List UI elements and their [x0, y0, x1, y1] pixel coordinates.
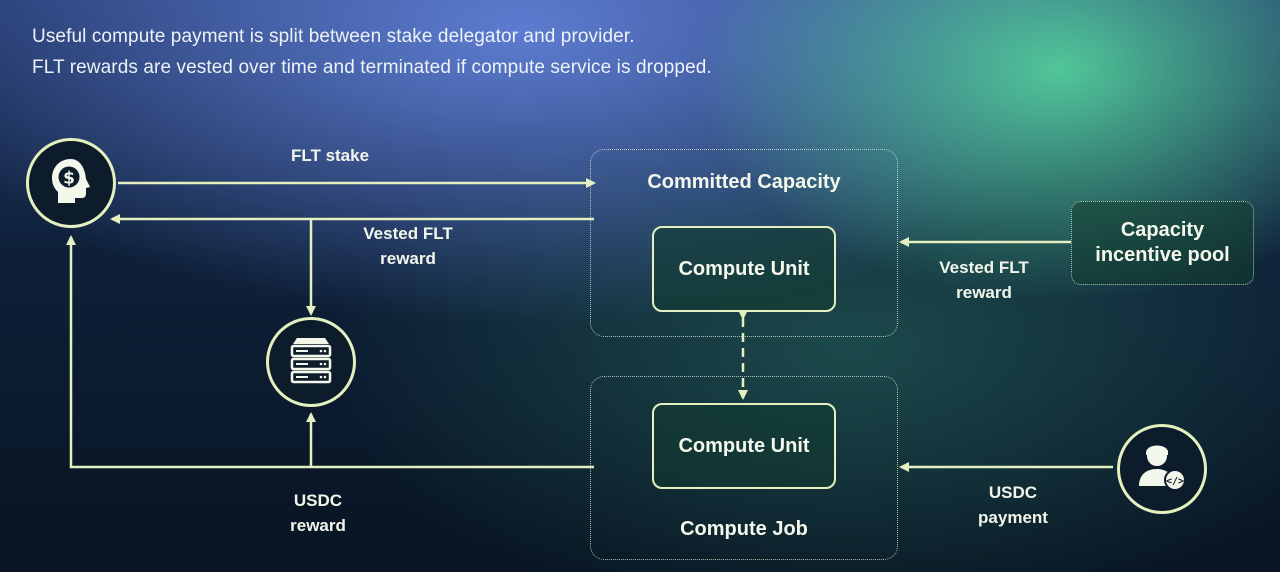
capacity-incentive-pool: Capacity incentive pool — [1071, 201, 1254, 285]
server-icon — [283, 332, 339, 393]
usdc-reward-line — [66, 235, 594, 469]
delegator-node: $ — [26, 138, 116, 228]
flt-stake-label: FLT stake — [290, 146, 370, 165]
vested-flt-right-label: Vested FLT reward — [924, 255, 1044, 305]
svg-text:</>: </> — [1166, 476, 1184, 487]
vested-flt-right-line-1: Vested FLT — [939, 258, 1029, 277]
customer-node: </> — [1117, 424, 1207, 514]
usdc-payment-line-1: USDC — [988, 483, 1038, 502]
developer-icon: </> — [1135, 440, 1189, 499]
caption-line-2: FLT rewards are vested over time and ter… — [32, 57, 712, 78]
pool-label-line-2: incentive pool — [1095, 244, 1230, 266]
usdc-reward-line-1: USDC — [293, 491, 343, 510]
compute-job-title: Compute Job — [680, 518, 808, 540]
provider-node — [266, 317, 356, 407]
vested-flt-left-label: Vested FLT reward — [348, 221, 468, 271]
caption-line-1: Useful compute payment is split between … — [32, 26, 635, 47]
usdc-payment-line-2: payment — [978, 508, 1048, 527]
committed-capacity-box: Committed Capacity — [590, 149, 898, 337]
committed-capacity-title: Committed Capacity — [647, 171, 841, 193]
compute-unit-job: Compute Unit — [652, 403, 836, 489]
compute-unit-committed: Compute Unit — [652, 226, 836, 312]
usdc-reward-label: USDC reward — [268, 488, 368, 538]
person-dollar-icon: $ — [45, 155, 97, 212]
usdc-payment-label: USDC payment — [963, 480, 1063, 530]
svg-text:$: $ — [63, 168, 75, 188]
pool-label-line-1: Capacity — [1120, 219, 1205, 241]
vested-flt-left-line-2: reward — [380, 249, 436, 268]
compute-job-box: Compute Job — [590, 376, 898, 560]
vested-flt-left-line-1: Vested FLT — [363, 224, 453, 243]
usdc-reward-line-2: reward — [290, 516, 346, 535]
vested-flt-right-line-2: reward — [956, 283, 1012, 302]
